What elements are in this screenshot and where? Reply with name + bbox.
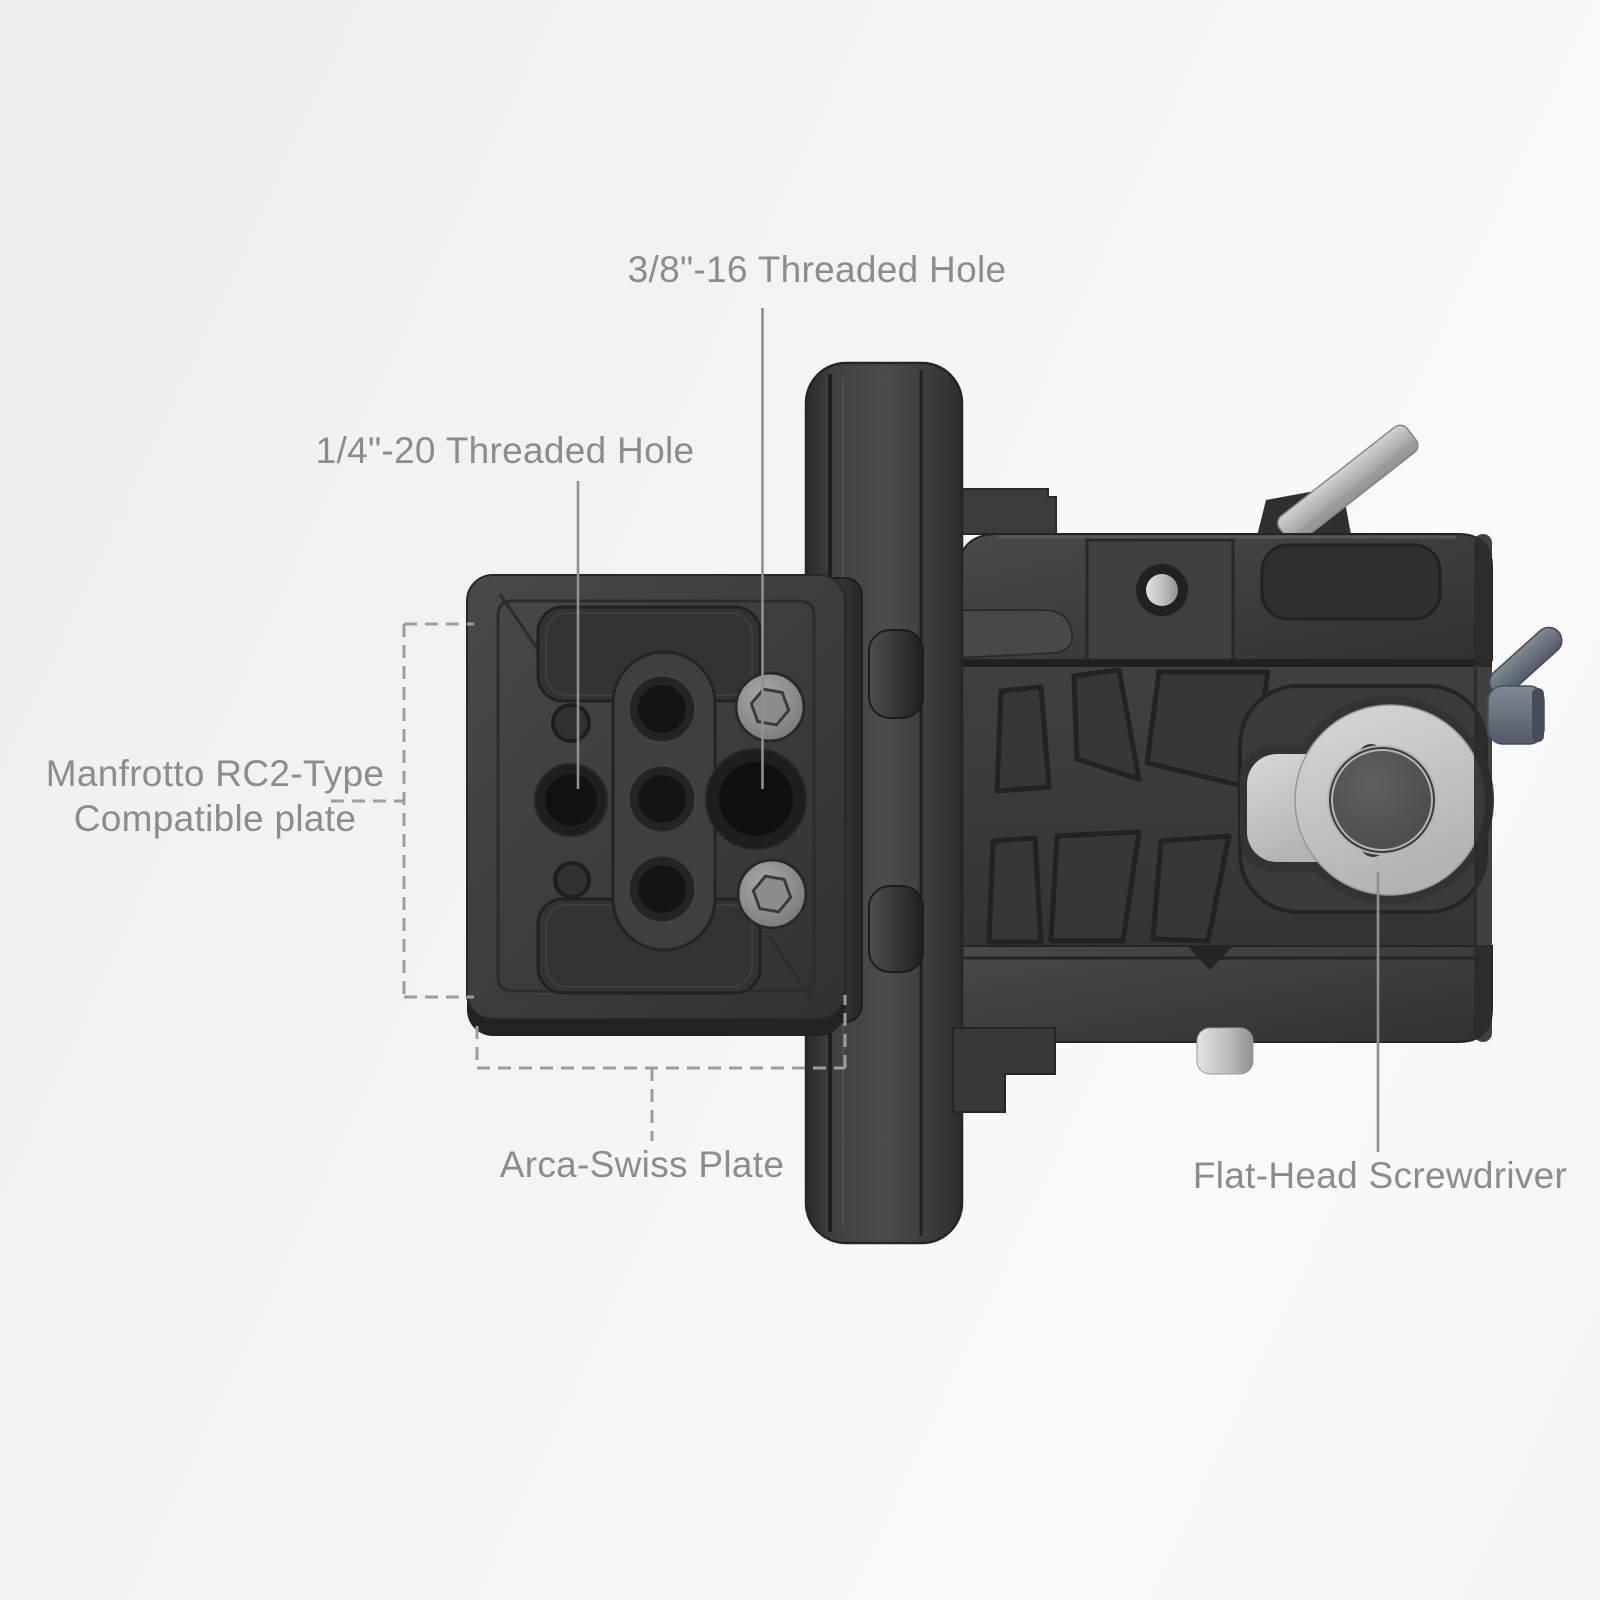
capsule-hole — [628, 855, 696, 923]
callout-manfrotto-line1: Manfrotto RC2-Type — [45, 753, 385, 794]
hinge-lug — [868, 629, 924, 719]
annotation-lines — [331, 308, 1380, 1152]
pin-hole — [553, 861, 591, 899]
callout-manfrotto: Manfrotto RC2-Type Compatible plate — [46, 751, 385, 841]
pocket — [1048, 829, 1142, 944]
hex-screw — [734, 671, 806, 743]
rail-notch — [1188, 947, 1232, 970]
callout-screwdriver: Flat-Head Screwdriver — [1192, 1155, 1568, 1196]
pocket — [1150, 833, 1232, 944]
pocket — [1071, 667, 1142, 782]
threaded-hole-38 — [705, 748, 807, 850]
plate-chamfer — [767, 935, 814, 1000]
bracket-arca — [475, 995, 847, 1141]
capsule-hole — [628, 675, 696, 743]
pocket — [986, 835, 1044, 945]
drum-top-step — [954, 488, 1057, 535]
callout-manfrotto-line2: Compatible plate — [73, 798, 357, 840]
bottom-pin — [1196, 1027, 1254, 1075]
callout-arca: Arca-Swiss Plate — [499, 1144, 785, 1185]
quick-release-plate — [466, 574, 846, 1036]
pin-hole — [551, 703, 591, 743]
pocket — [994, 684, 1052, 794]
clamp-body — [957, 533, 1563, 1075]
threaded-hole-14 — [534, 763, 608, 837]
drum-bottom-step — [952, 1027, 1056, 1113]
capsule-hole — [628, 765, 696, 833]
plate-chamfer — [498, 593, 545, 658]
clamp-jaw — [957, 609, 1074, 660]
locking-recess — [1260, 543, 1442, 621]
hinge-lug — [868, 885, 924, 973]
callout-threaded-hole-14: 1/4"-20 Threaded Hole — [315, 430, 695, 471]
hex-screw — [736, 858, 808, 930]
screwdriver-disc — [1247, 704, 1486, 896]
callout-threaded-hole-38: 3/8"-16 Threaded Hole — [627, 249, 1007, 290]
